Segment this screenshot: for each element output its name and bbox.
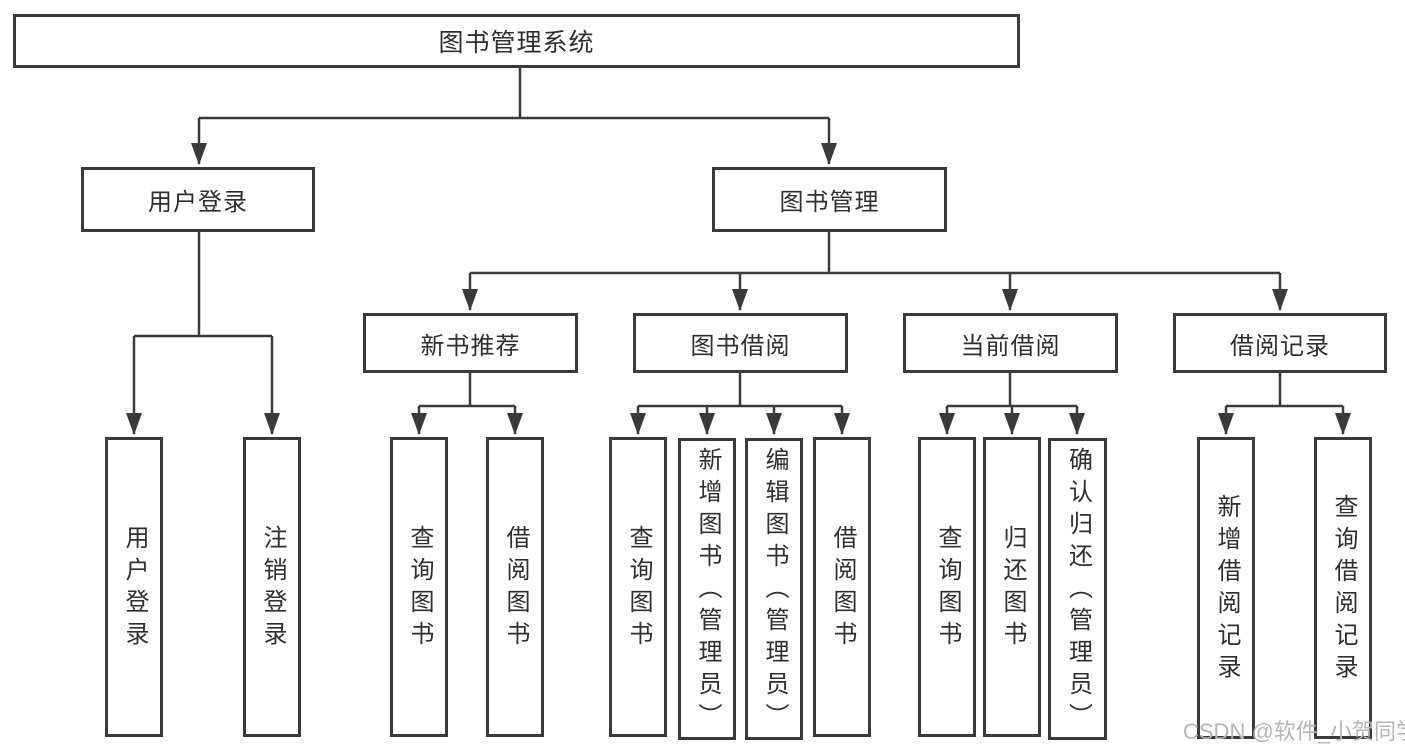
leaf-query-borrow-record: 查询借阅记录 (1314, 437, 1372, 739)
leaf-edit-books-admin: 编辑图书（管理员） (745, 438, 803, 740)
node-borrowing-records: 借阅记录 (1173, 313, 1387, 373)
node-user-login: 用户登录 (81, 167, 315, 232)
leaf-borrow-books: 借阅图书 (813, 437, 871, 737)
leaf-query-books: 查询图书 (918, 437, 976, 737)
leaf-query-books: 查询图书 (390, 437, 448, 737)
leaf-query-books: 查询图书 (609, 437, 667, 737)
leaf-confirm-return-admin: 确认归还（管理员） (1048, 438, 1107, 740)
node-book-borrowing: 图书借阅 (633, 313, 848, 373)
leaf-user-login: 用户登录 (105, 437, 163, 737)
leaf-logout: 注销登录 (243, 437, 301, 737)
leaf-add-borrow-record: 新增借阅记录 (1197, 437, 1255, 739)
node-current-borrowing: 当前借阅 (903, 313, 1118, 373)
csdn-watermark: CSDN @软件_小贺同学 (1183, 719, 1405, 744)
leaf-add-books-admin: 新增图书（管理员） (678, 438, 736, 740)
leaf-return-books: 归还图书 (983, 437, 1041, 737)
node-library-management-system: 图书管理系统 (13, 14, 1020, 68)
leaf-borrow-books: 借阅图书 (486, 437, 544, 737)
node-new-book-recommend: 新书推荐 (363, 313, 578, 373)
node-book-management: 图书管理 (712, 167, 947, 232)
